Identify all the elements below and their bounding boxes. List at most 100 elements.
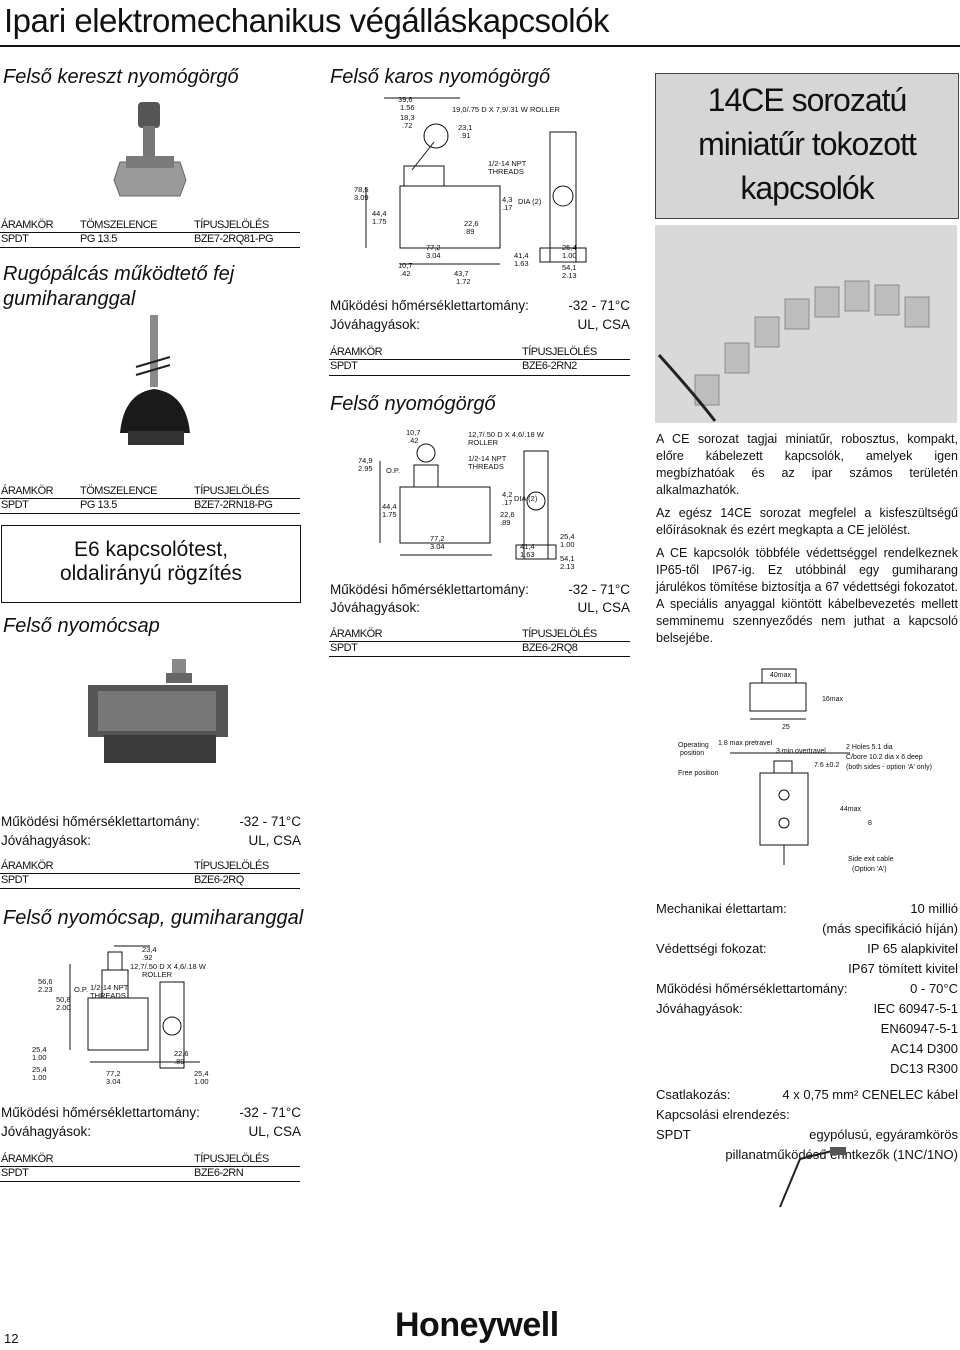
honeywell-logo: Honeywell bbox=[395, 1306, 559, 1344]
arr-value-1: SPDT bbox=[656, 1127, 691, 1142]
page-number: 12 bbox=[4, 1331, 19, 1346]
d2-t16: .89 bbox=[500, 518, 510, 527]
d3-t9: 2.00 bbox=[56, 1003, 71, 1012]
d1-t10: 78,5 bbox=[354, 185, 369, 194]
s3-temp-value: -32 - 71°C bbox=[239, 814, 301, 829]
d3-t14: 22,6 bbox=[174, 1049, 189, 1058]
drawing-ce-dimensions: 40max 16max 25 Operating position 1.8 ma… bbox=[678, 668, 932, 873]
d2-t4: ROLLER bbox=[468, 438, 499, 447]
m1-table-rule-bottom bbox=[329, 375, 630, 376]
life-label: Mechanikai élettartam: bbox=[656, 901, 787, 916]
s3-value-circuit: SPDT bbox=[1, 874, 29, 886]
s4-temp-row: Működési hőmérséklettartomány: -32 - 71°… bbox=[1, 1103, 301, 1122]
d1-t22: .42 bbox=[400, 269, 410, 278]
s3-appr-row: Jóváhagyások: UL, CSA bbox=[1, 831, 301, 850]
e6-box-line1: E6 kapcsolótest, bbox=[73, 538, 229, 561]
m1-value-circuit: SPDT bbox=[330, 360, 358, 372]
d3-t6: 2.23 bbox=[38, 985, 53, 994]
heading-spring-rod-line1: Rugópálcás működtető fej bbox=[3, 263, 235, 285]
m1-header-type: TÍPUSJELÖLÉS bbox=[522, 346, 597, 358]
d3-t2: .92 bbox=[142, 953, 152, 962]
heading-top-plunger-boot: Felső nyomócsap, gumiharanggal bbox=[3, 907, 304, 929]
d1-t11: 3.09 bbox=[354, 193, 369, 202]
d2-t5: 1/2-14 NPT bbox=[468, 454, 507, 463]
d1-t5: 19,0/.75 D X 7,9/.31 W ROLLER bbox=[452, 105, 561, 114]
ce-t15: Side exit cable bbox=[848, 856, 894, 863]
ce-t2: 16max bbox=[822, 696, 844, 703]
d3-t19: 1.00 bbox=[194, 1077, 209, 1086]
m2-temp-label: Működési hőmérséklettartomány: bbox=[330, 582, 529, 597]
ip-value: IP 65 alapkivitel bbox=[867, 941, 958, 956]
d2-t21: 25,4 bbox=[560, 532, 575, 541]
d3-t18: 25,4 bbox=[194, 1069, 209, 1078]
d2-t19: 41,4 bbox=[520, 542, 535, 551]
d3-t21: 3.04 bbox=[106, 1077, 121, 1086]
ce-appr-1: IEC 60947-5-1 bbox=[873, 1001, 958, 1016]
s1-header-type: TÍPUSJELÖLÉS bbox=[194, 219, 269, 231]
d2-t1: 10,7 bbox=[406, 428, 421, 437]
ce-t14: 8 bbox=[868, 820, 872, 827]
e6-box-line2: oldalirányú rögzítés bbox=[59, 562, 243, 585]
ce-appr-label: Jóváhagyások: bbox=[656, 1001, 743, 1016]
d1-t15: .17 bbox=[502, 203, 512, 212]
s3-temp-row: Működési hőmérséklettartomány: -32 - 71°… bbox=[1, 812, 301, 831]
d3-t8: 50,8 bbox=[56, 995, 71, 1004]
photo-ce-switches-arc bbox=[655, 225, 957, 423]
m2-appr-value: UL, CSA bbox=[577, 600, 630, 615]
m1-appr-label: Jóváhagyások: bbox=[330, 317, 421, 332]
s4-table-rule bbox=[0, 1166, 300, 1167]
ce-t5: position bbox=[680, 750, 704, 757]
d3-t11: THREADS bbox=[90, 991, 126, 1000]
d2-t8: 2.95 bbox=[358, 464, 373, 473]
s1-header-gland: TÖMSZELENCE bbox=[80, 219, 158, 231]
s4-appr-label: Jóváhagyások: bbox=[1, 1124, 92, 1139]
heading-top-roller: Felső nyomógörgő bbox=[330, 393, 496, 415]
ce-specs: Mechanikai élettartam:10 millió (más spe… bbox=[656, 899, 958, 1165]
m1-table-rule bbox=[329, 359, 630, 360]
d1-t8: 1/2-14 NPT bbox=[488, 159, 527, 168]
s3-value-type: BZE6-2RQ bbox=[194, 874, 244, 886]
m1-value-type: BZE6-2RN2 bbox=[522, 360, 577, 372]
d1-t4: .72 bbox=[402, 121, 412, 130]
conn-value: 4 x 0,75 mm² CENELEC kábel bbox=[782, 1087, 958, 1102]
d1-t26: 1.63 bbox=[514, 259, 529, 268]
drawing-plunger-boot: 23,4 .92 12,7/.50 D X 4,6/.18 W ROLLER 5… bbox=[32, 945, 209, 1086]
d1-t25: 41,4 bbox=[514, 251, 529, 260]
s4-value-circuit: SPDT bbox=[1, 1167, 29, 1179]
d1-t30: 2.13 bbox=[562, 271, 577, 280]
drawing-lever-actuator bbox=[779, 1147, 846, 1208]
ce-description: A CE sorozat tagjai miniatűr, robosztus,… bbox=[656, 431, 958, 653]
d2-t7: 74,9 bbox=[358, 456, 373, 465]
s2-header-circuit: ÁRAMKÖR bbox=[1, 485, 54, 497]
d1-t24: 1.72 bbox=[456, 277, 471, 286]
ce-para-3: A CE kapcsolók többféle védettséggel ren… bbox=[656, 546, 958, 645]
d3-t5: 56,6 bbox=[38, 977, 53, 986]
drawing-top-roller: 10,7 .42 12,7/.50 D X 4,6/.18 W ROLLER 1… bbox=[358, 428, 575, 571]
ce-t16: (Option 'A') bbox=[852, 866, 887, 873]
s3-table-rule-bottom bbox=[0, 888, 300, 889]
conn-label: Csatlakozás: bbox=[656, 1087, 731, 1102]
life-value: 10 millió bbox=[910, 901, 958, 916]
ce-appr-2: EN60947-5-1 bbox=[880, 1021, 958, 1036]
d1-t3: 18,3 bbox=[400, 113, 415, 122]
d2-t15: 22,6 bbox=[500, 510, 515, 519]
d3-t3: 12,7/.50 D X 4,6/.18 W bbox=[130, 962, 207, 971]
d1-t12: 44,4 bbox=[372, 209, 387, 218]
d1-t27: 25,4 bbox=[562, 243, 577, 252]
ce-box-line3: kapcsolók bbox=[740, 170, 874, 206]
d3-t12: 25,4 bbox=[32, 1045, 47, 1054]
d2-t22: 1.00 bbox=[560, 540, 575, 549]
s3-header-type: TÍPUSJELÖLÉS bbox=[194, 860, 269, 872]
s4-table-rule-bottom bbox=[0, 1181, 300, 1182]
d2-t9: O.P. bbox=[386, 466, 400, 475]
drawing-arm-roller: 39,6 1.56 18,3 .72 19,0/.75 D X 7,9/.31 … bbox=[354, 95, 587, 286]
m2-appr-row: Jóváhagyások: UL, CSA bbox=[330, 598, 630, 617]
d2-t12: 4,2 bbox=[502, 490, 512, 499]
ce-t12: Free position bbox=[678, 770, 719, 777]
s2-value-gland: PG 13.5 bbox=[80, 499, 117, 511]
ce-temp-value: 0 - 70°C bbox=[910, 981, 958, 996]
heading-top-arm-roller: Felső karos nyomógörgő bbox=[330, 66, 551, 88]
ce-appr-4: DC13 R300 bbox=[890, 1061, 958, 1076]
d1-t21: 10,7 bbox=[398, 261, 413, 270]
s4-value-type: BZE6-2RN bbox=[194, 1167, 244, 1179]
